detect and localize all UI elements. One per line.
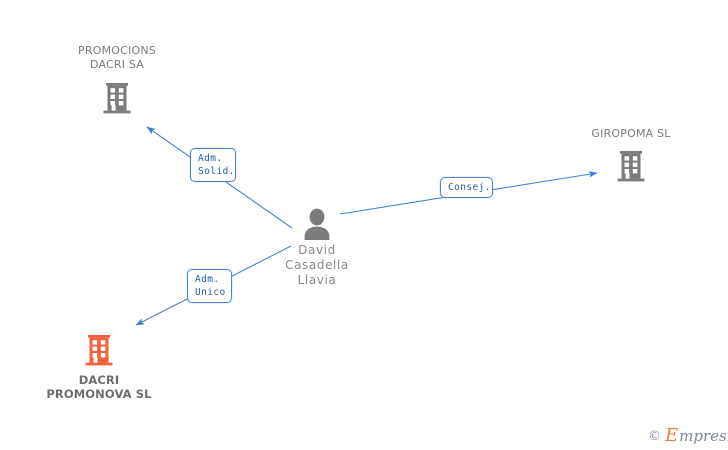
node-label-promocions-dacri-sa: PROMOCIONS DACRI SA (78, 44, 156, 71)
person-name-label: David Casadella Llavia (285, 243, 349, 287)
copyright-icon: © (648, 428, 661, 444)
node-giropoma-sl[interactable]: GIROPOMA SL (571, 127, 691, 186)
node-label-giropoma-sl: GIROPOMA SL (591, 127, 671, 140)
building-icon (39, 330, 159, 370)
brand-name: mpresia (679, 427, 728, 445)
edge-label-consej[interactable]: Consej. (440, 177, 493, 198)
building-icon (571, 141, 691, 186)
person-icon (258, 207, 376, 241)
edge-label-adm-solid[interactable]: Adm. Solid. (190, 148, 236, 182)
node-david-casadella-llavia[interactable]: David Casadella Llavia (258, 207, 376, 288)
watermark-empresia: © E mpresia (648, 425, 728, 446)
node-label-dacri-promonova-sl: DACRI PROMONOVA SL (46, 373, 152, 401)
brand-initial: E (665, 425, 679, 446)
edge-label-adm-unico[interactable]: Adm. Unico (187, 269, 232, 303)
building-icon (57, 72, 177, 118)
node-dacri-promonova-sl[interactable]: DACRI PROMONOVA SL (39, 330, 159, 401)
node-promocions-dacri-sa[interactable]: PROMOCIONS DACRI SA (57, 44, 177, 118)
